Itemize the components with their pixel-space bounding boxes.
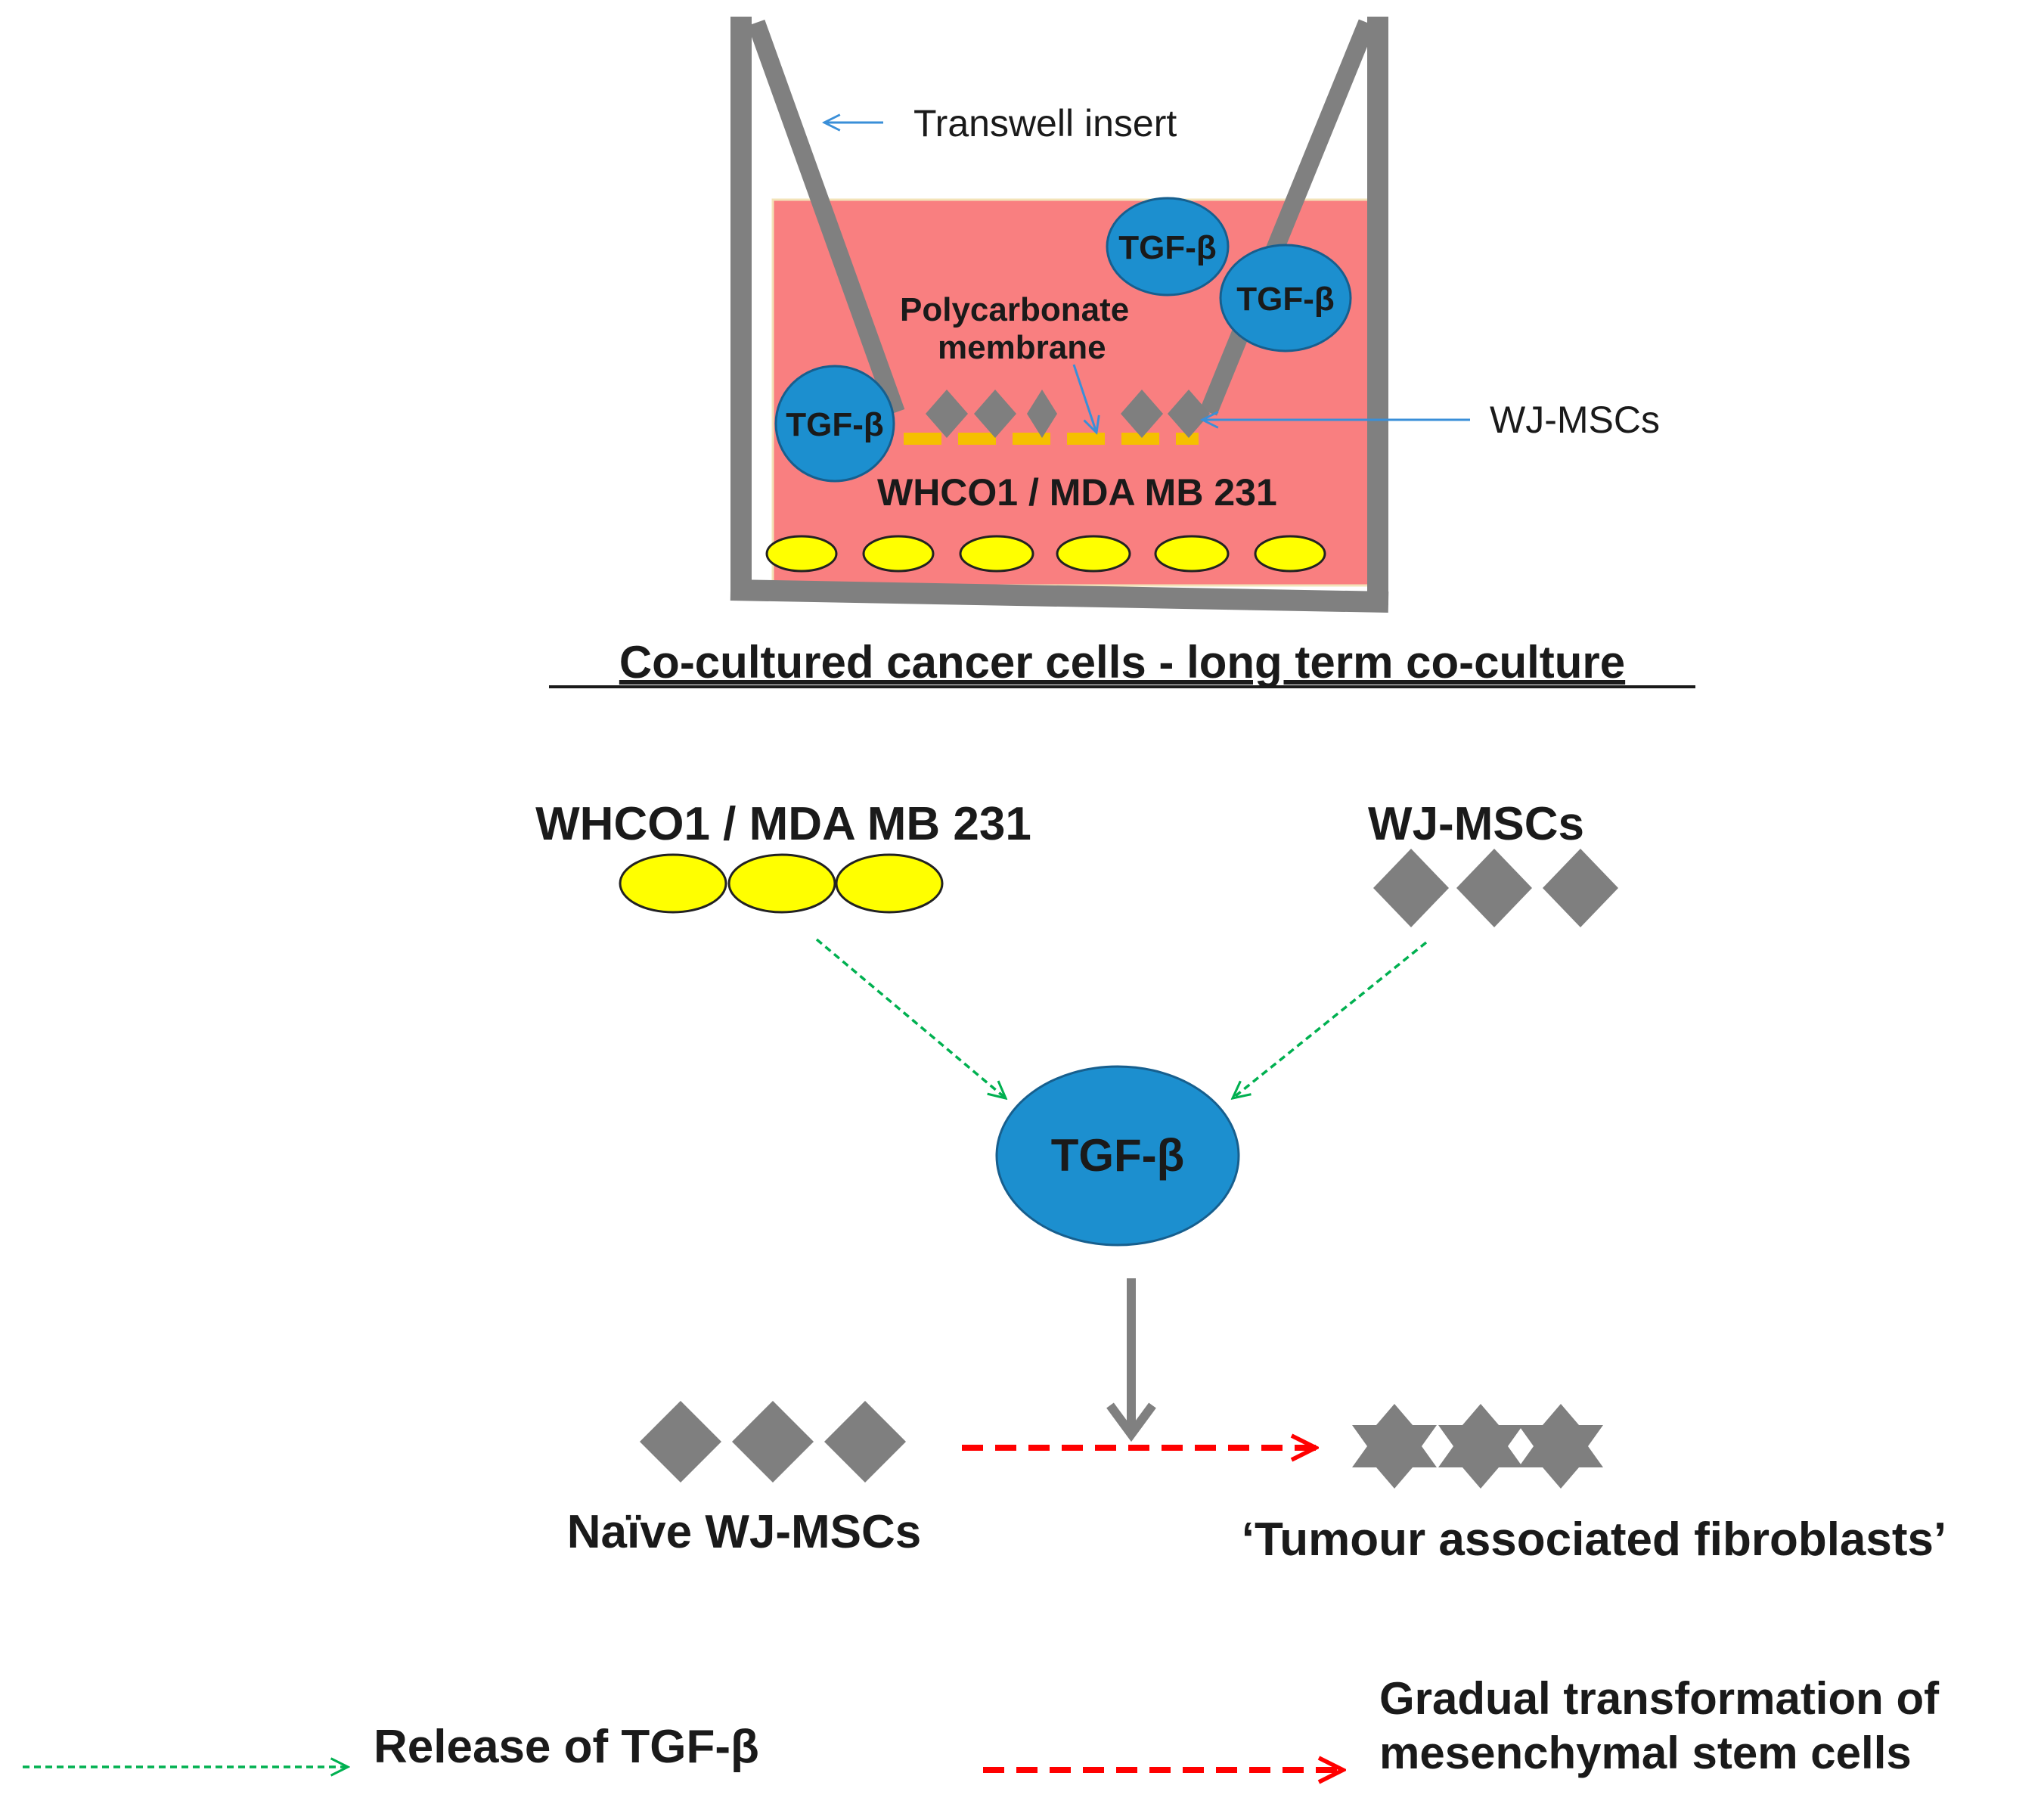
insert-wall-left [747, 19, 905, 416]
tgf-beta-label: TGF-β [786, 406, 884, 443]
well-cancer-cell [1056, 535, 1131, 573]
well-cancer-cell [959, 535, 1034, 573]
fibroblast-cell [1352, 1404, 1437, 1489]
fibroblast-cell [1518, 1404, 1603, 1489]
well-tgf-beta-2: TGF-β [1219, 244, 1352, 352]
well-cancer-cell [862, 535, 935, 573]
legend: Release of TGF-β Gradual transformation … [23, 1673, 1940, 1778]
naive-msc-cell [824, 1401, 906, 1483]
well-cancer-cell [1154, 535, 1230, 573]
well-floor [730, 579, 1389, 613]
well-cancer-label: WHCO1 / MDA MB 231 [877, 471, 1277, 514]
source-msc-cell [1543, 849, 1618, 927]
naive-msc-cell [732, 1401, 814, 1483]
polycarbonate-label-line2: membrane [938, 329, 1106, 366]
polycarbonate-label-line1: Polycarbonate [900, 291, 1129, 328]
insert-msc-cell [1168, 390, 1210, 438]
insert-msc-cell [974, 390, 1016, 438]
release-arrow-from-msc [1233, 941, 1428, 1098]
polycarbonate-pointer-arrow [1072, 364, 1096, 433]
source-cancer-label: WHCO1 / MDA MB 231 [535, 798, 1031, 850]
tgf-down-arrowhead [1106, 1402, 1156, 1442]
fibroblast-cell [1438, 1404, 1523, 1489]
tgf-beta-label: TGF-β [1236, 281, 1335, 318]
source-cancer-cell [619, 853, 727, 914]
insert-msc-cells [926, 390, 1210, 438]
source-msc-cells [1373, 849, 1618, 927]
well-cancer-cells [765, 535, 1326, 573]
central-tgf-beta: TGF-β [995, 1065, 1240, 1247]
legend-release-label: Release of TGF-β [374, 1721, 759, 1773]
well-tgf-beta-1: TGF-β [1106, 197, 1230, 297]
source-cancer-cells [619, 853, 944, 914]
insert-msc-cell [1121, 390, 1163, 438]
release-arrow-from-cancer [815, 938, 1006, 1098]
wj-mscs-pointer-label: WJ-MSCs [1490, 399, 1660, 441]
legend-transform-label-line2: mesenchymal stem cells [1379, 1728, 1912, 1778]
source-msc-cell [1456, 849, 1532, 927]
insert-wall-right [1199, 19, 1376, 416]
legend-transform-label-line1: Gradual transformation of [1379, 1673, 1940, 1724]
insert-msc-cell [926, 390, 968, 438]
source-msc-label: WJ-MSCs [1368, 798, 1584, 850]
well-tgf-beta-3: TGF-β [774, 365, 895, 483]
naive-msc-cells [640, 1401, 906, 1483]
central-tgf-beta-label: TGF-β [1051, 1130, 1185, 1181]
source-cancer-cell [835, 853, 944, 914]
transwell-insert-label: Transwell insert [913, 102, 1177, 144]
naive-msc-label: Naïve WJ-MSCs [567, 1506, 922, 1558]
naive-msc-cell [640, 1401, 721, 1483]
source-msc-cell [1373, 849, 1449, 927]
fibroblast-label: ‘Tumour associated fibroblasts’ [1242, 1514, 1946, 1566]
tgf-beta-label: TGF-β [1118, 229, 1217, 266]
source-cancer-cell [727, 853, 836, 914]
diagram-caption: Co-cultured cancer cells - long term co-… [619, 637, 1625, 688]
well-cancer-cell [765, 535, 838, 573]
fibroblast-cells [1352, 1404, 1603, 1489]
well-cancer-cell [1254, 535, 1326, 573]
insert-msc-cell [1027, 390, 1057, 438]
